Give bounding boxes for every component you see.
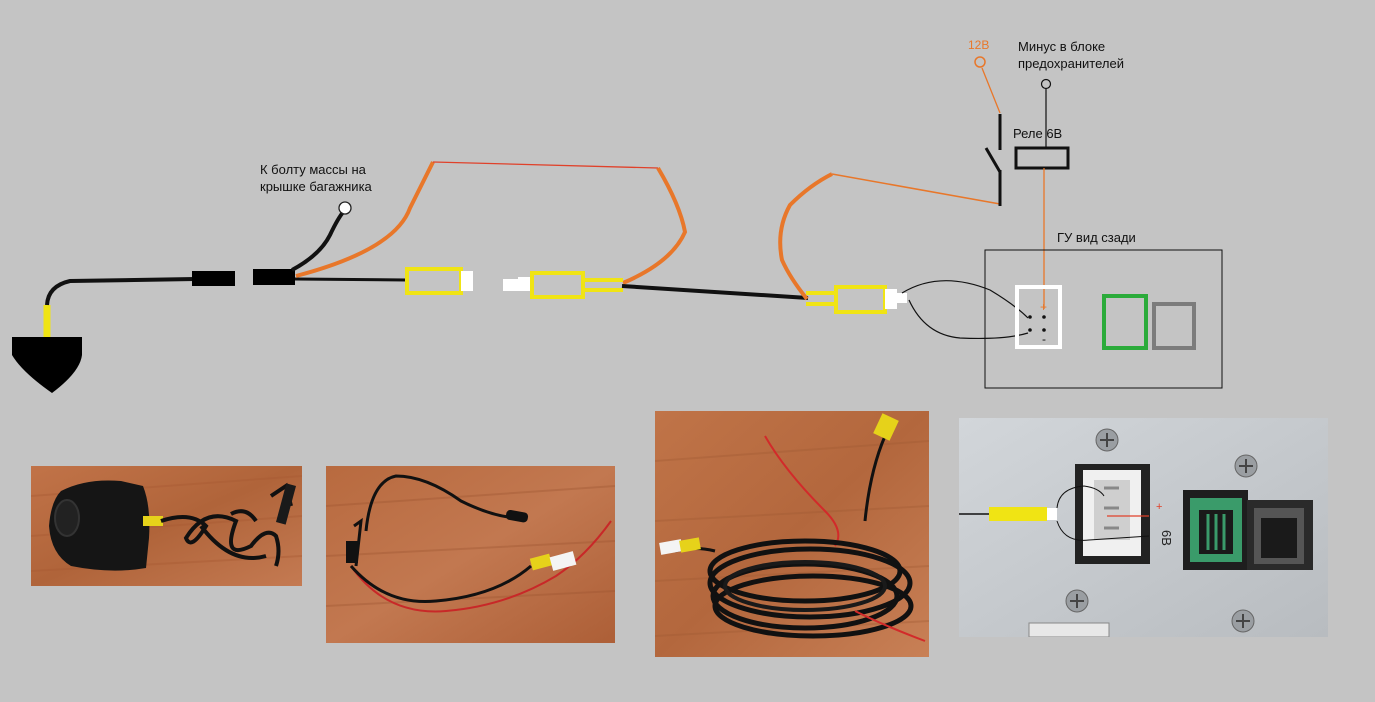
power-12v-terminal — [974, 56, 986, 68]
camera-signal-cable — [294, 277, 408, 282]
head-unit-outline — [984, 249, 1223, 389]
hu-white-connector — [1015, 285, 1062, 349]
coil-photo — [655, 411, 929, 657]
hu-minus-sign: - — [1042, 332, 1046, 346]
rca-body-head-unit — [834, 285, 887, 314]
camera-black-cable — [45, 277, 196, 306]
minus-label-line1: Минус в блоке — [1018, 39, 1105, 54]
ground-label-line2: крышке багажника — [260, 179, 373, 194]
rca-jack-extension-left — [518, 277, 530, 291]
head-unit-label: ГУ вид сзади — [1057, 230, 1136, 245]
screw-icon — [1095, 428, 1119, 452]
camera-power-wire — [295, 161, 435, 278]
cable-connector-left — [192, 271, 235, 286]
hu-plus-sign: + — [1040, 300, 1047, 314]
power-12v-label: 12В — [968, 38, 989, 52]
hu-pin-2 — [1042, 315, 1046, 319]
hu-pin-3 — [1028, 328, 1032, 332]
camera-photo — [31, 466, 302, 586]
rca-tip-extension-left — [503, 279, 519, 291]
head-unit-photo: + 6В — [959, 418, 1328, 637]
rca-tip2-head-unit — [897, 293, 907, 303]
rca-plug-camera — [405, 267, 463, 295]
rca-tip-camera — [461, 271, 473, 291]
hu-gray-connector — [1152, 302, 1196, 350]
ground-terminal — [338, 201, 352, 215]
relay-contact-arm — [984, 147, 1002, 173]
extension-power-wire-left — [622, 166, 688, 285]
photo-plus-label: + — [1156, 501, 1162, 513]
extension-black-cable — [621, 284, 809, 300]
hu-green-connector — [1102, 294, 1148, 350]
power-bridge-red — [432, 161, 659, 169]
power-12v-wire — [981, 67, 1001, 114]
hu-signal-wire-bottom — [908, 299, 1029, 340]
hu-pin-1 — [1028, 315, 1032, 319]
hu-signal-wire-top — [901, 280, 1029, 319]
cable-photo — [326, 466, 615, 643]
cable-connector-right — [253, 269, 295, 285]
minus-label-line2: предохранителей — [1018, 56, 1124, 71]
rca-tip-head-unit — [885, 289, 897, 309]
camera-shape — [12, 337, 82, 393]
relay-label: Реле 6В — [1013, 126, 1062, 141]
relay-feed-wire — [831, 173, 1001, 205]
rca-body-extension-left — [530, 271, 585, 299]
hu-pin-4 — [1042, 328, 1046, 332]
ground-wire — [291, 209, 346, 272]
minus-terminal — [1040, 78, 1052, 90]
ground-label-line1: К болту массы на — [260, 162, 367, 177]
photo-6v-label: 6В — [1159, 530, 1174, 546]
relay-coil — [1014, 146, 1070, 170]
extension-power-wire-right — [778, 172, 833, 301]
